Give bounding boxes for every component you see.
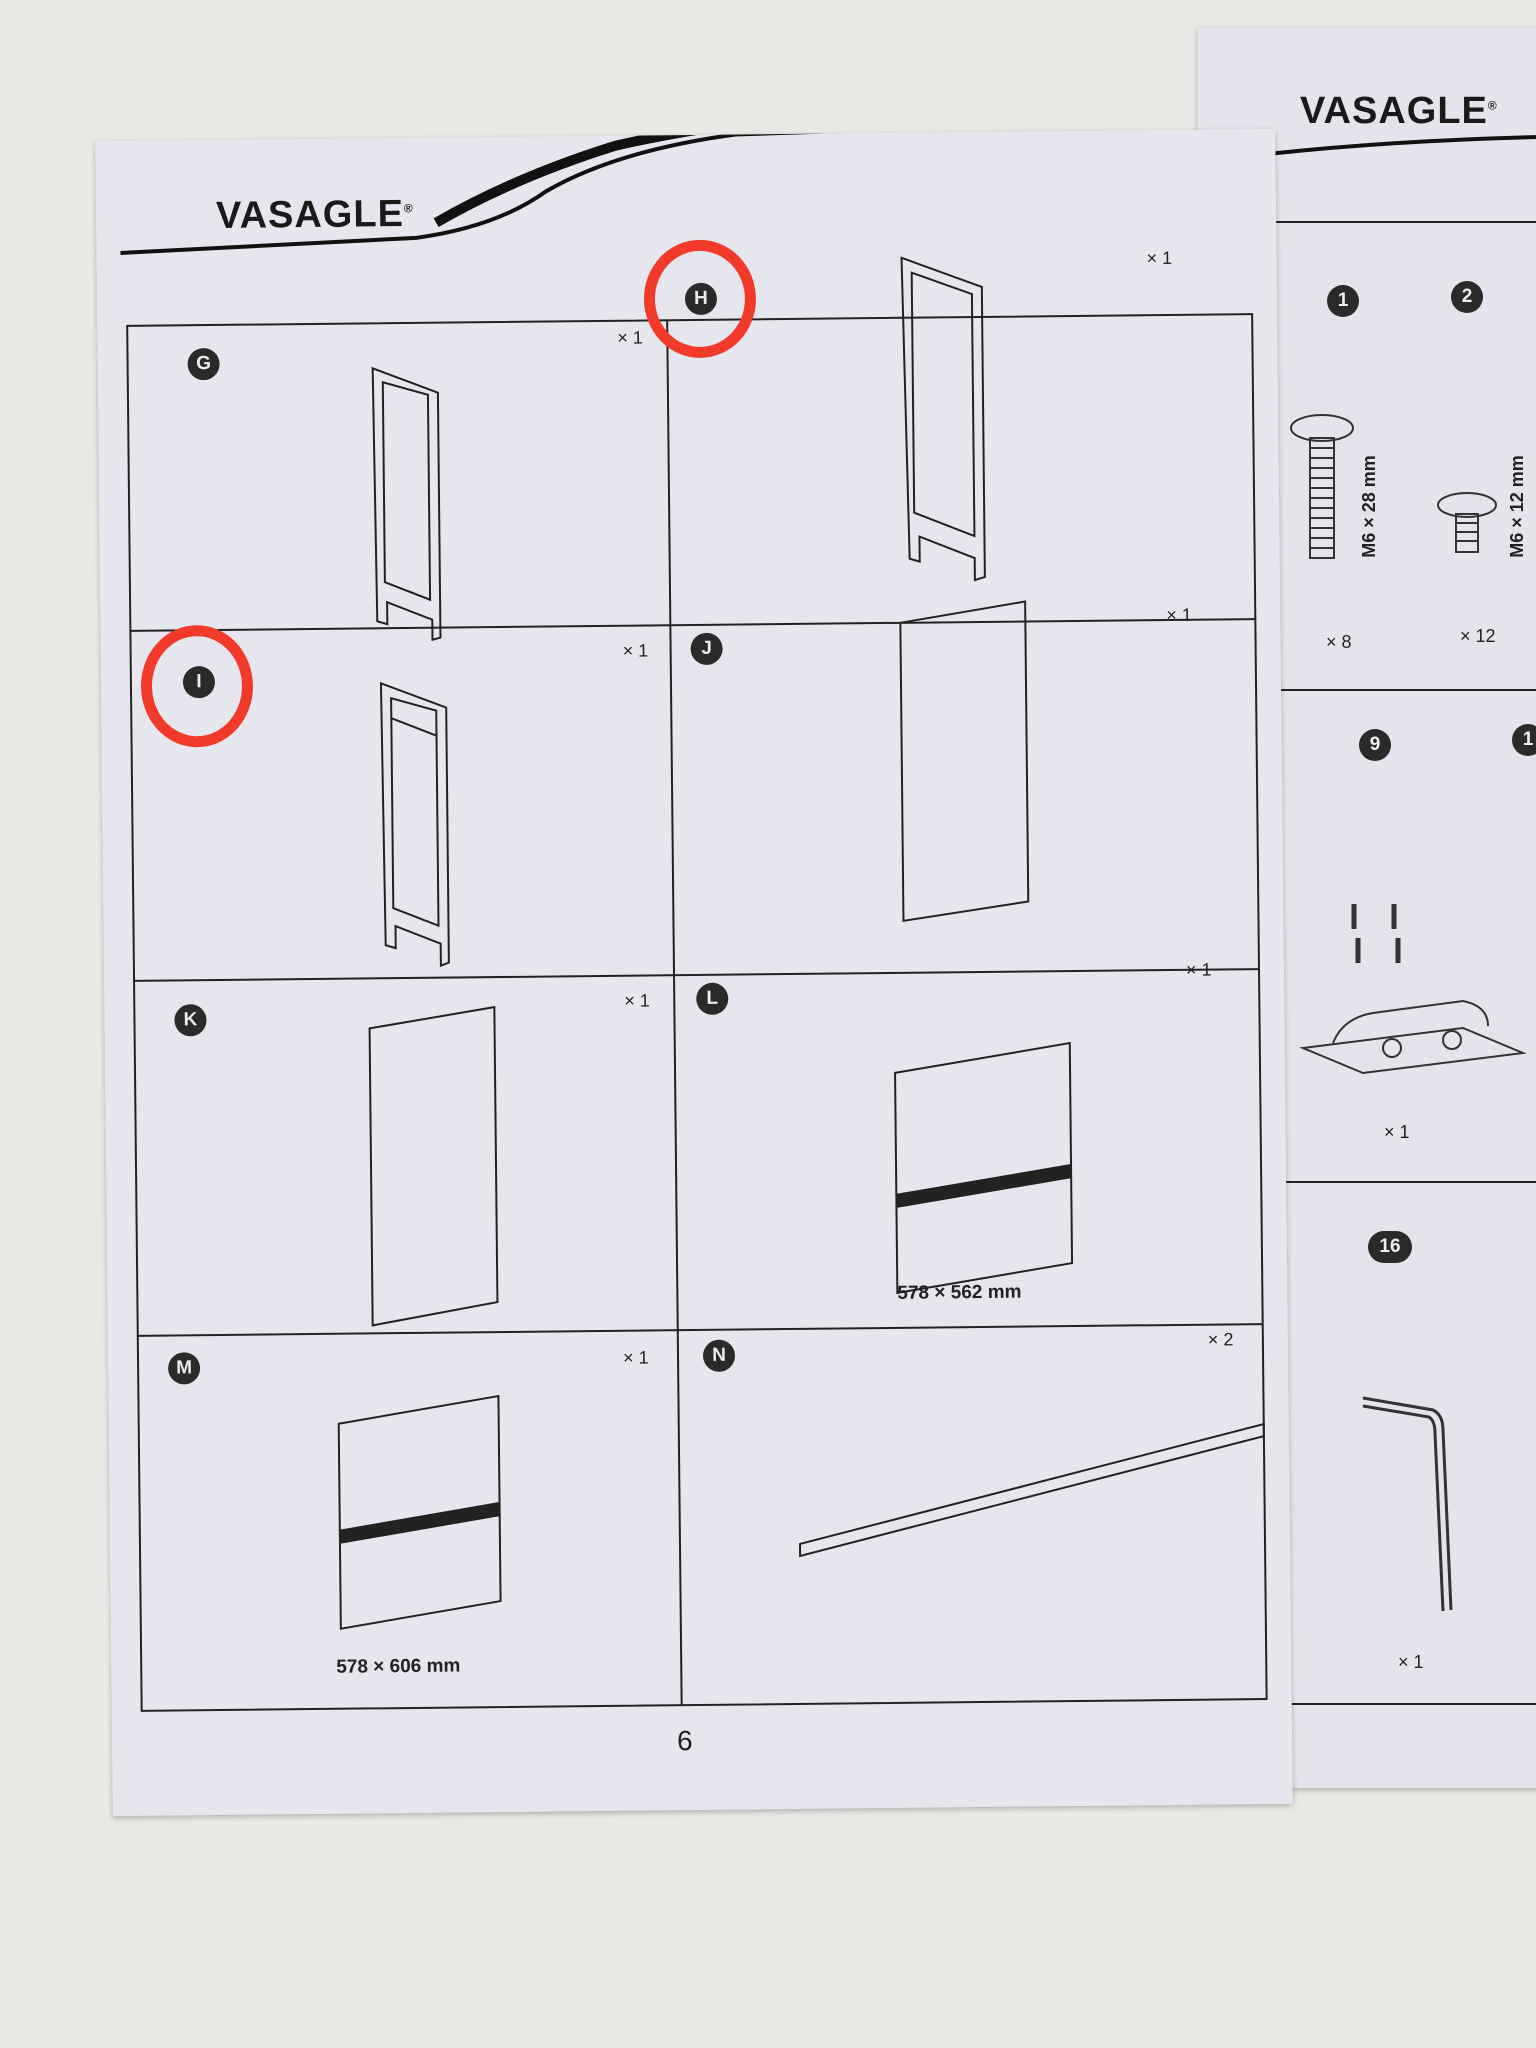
brand-logo: VASAGLE® [1300,90,1498,132]
red-highlight-circle-h [643,239,757,359]
part-badge-n: N [702,1339,736,1372]
part-badge-k: K [174,1004,207,1037]
left-manual-page: VASAGLE® G × 1 H × 1 I × 1 J × 1 K × 1 L… [95,128,1293,1817]
hardware-quantity: × 12 [1460,626,1496,646]
hardware-badge: 16 [1368,1231,1412,1263]
grid-divider [130,618,1256,632]
page-number: 6 [676,1725,693,1757]
hardware-badge: 2 [1451,281,1483,313]
panel-m-stripe [338,1502,501,1544]
hardware-size: M6 × 12 mm [1506,455,1527,558]
part-dimension: 578 × 562 mm [897,1281,1022,1304]
hex-key-icon [1362,1396,1453,1612]
panel-k-drawing [368,1005,499,1327]
header-swoosh [1232,135,1536,160]
panel-l-stripe [895,1164,1073,1208]
brand-logo: VASAGLE® [215,192,414,237]
rail-n-drawing [798,1422,1265,1558]
red-highlight-circle-i [140,624,254,748]
hardware-badge: 9 [1359,729,1391,761]
part-badge-j: J [690,632,723,666]
part-quantity: × 1 [622,640,649,661]
frame-i-drawing [379,681,450,968]
part-quantity: × 2 [1207,1329,1234,1350]
panel-l-drawing [894,1041,1074,1295]
part-quantity: × 1 [1185,959,1212,980]
header-swoosh [120,128,1176,255]
part-quantity: × 1 [1166,604,1192,626]
part-badge-m: M [167,1352,201,1385]
magnetic-catch-icon [1299,904,1527,1075]
left-page-drawings [120,128,1268,1712]
part-badge-g: G [187,347,220,381]
grid-divider [666,320,683,1706]
bolt-m6x28-icon [1290,414,1354,559]
frame-h-drawing [900,256,986,582]
bolt-m6x12-icon [1437,492,1497,553]
hardware-badge: 1 [1327,285,1359,317]
grid-divider [137,1323,1263,1337]
panel-j-drawing [899,600,1030,922]
panel-m-drawing [337,1394,502,1630]
right-page-drawings [1232,135,1536,1705]
grid-divider [134,968,1260,982]
part-quantity: × 1 [617,327,643,348]
part-quantity: × 1 [624,990,650,1011]
hardware-size: M6 × 28 mm [1358,455,1379,558]
part-quantity: × 1 [622,1347,649,1368]
hardware-quantity: × 8 [1326,632,1352,652]
part-quantity: × 1 [1146,247,1173,269]
hardware-quantity: × 1 [1398,1652,1424,1672]
hardware-quantity: × 1 [1384,1122,1410,1142]
hardware-badge: 1 [1512,724,1536,756]
part-dimension: 578 × 606 mm [336,1655,461,1678]
parts-grid-frame [126,313,1268,1712]
frame-g-drawing [371,366,442,642]
part-badge-l: L [696,982,729,1015]
header-swoosh-thick [433,128,1175,227]
